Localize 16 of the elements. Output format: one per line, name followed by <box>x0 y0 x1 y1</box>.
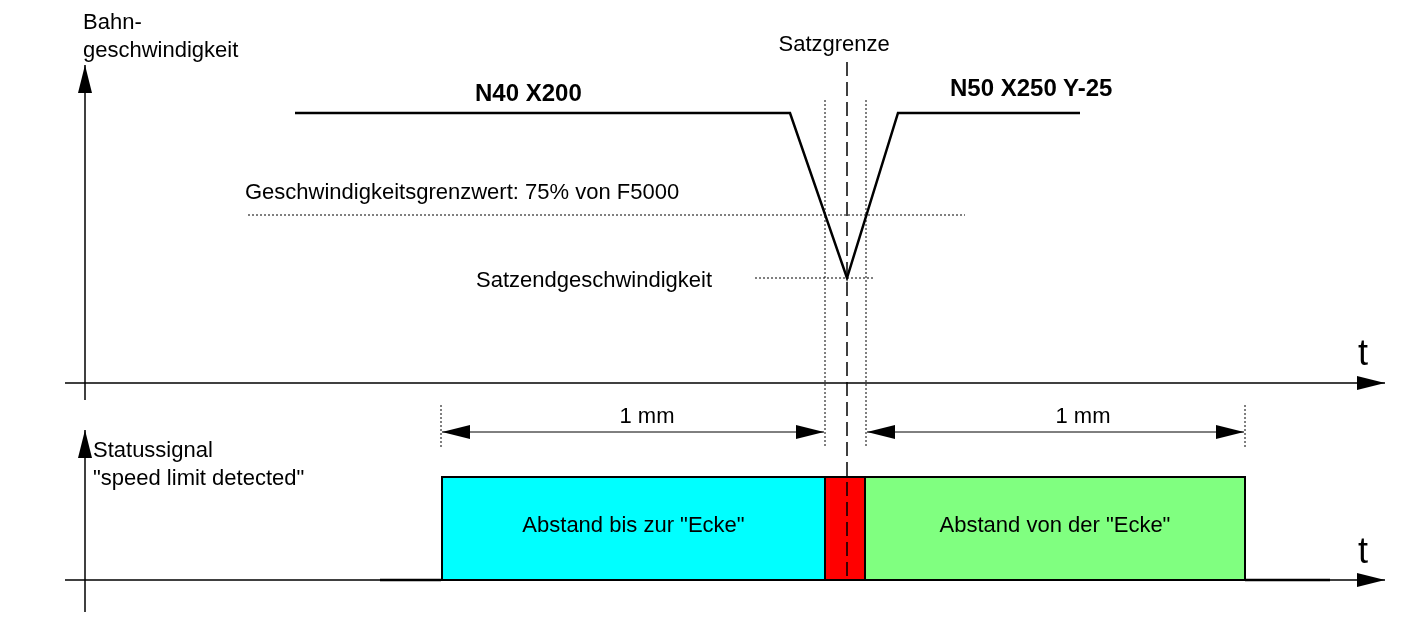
interval-bar <box>824 476 866 581</box>
time-axis-label: t <box>1358 530 1368 572</box>
annotation-text: Satzendgeschwindigkeit <box>476 266 713 294</box>
annotation-text: Geschwindigkeitsgrenzwert: 75% von F5000 <box>245 178 680 206</box>
interval-bar <box>441 476 826 581</box>
axis-label: Bahn- geschwindigkeit <box>83 8 239 64</box>
interval-text: Abstand von der "Ecke" <box>939 511 1171 538</box>
dimension-text: 1 mm <box>619 402 675 430</box>
axis-label: Statussignal "speed limit detected" <box>93 436 305 492</box>
dimension-text: 1 mm <box>1055 402 1111 430</box>
interval-text: Abstand bis zur "Ecke" <box>522 511 745 538</box>
time-axis-label: t <box>1358 332 1368 374</box>
interval-bar <box>864 476 1246 581</box>
block-label: N50 X250 Y-25 <box>950 73 1113 103</box>
boundary-label: Satzgrenze <box>778 30 890 58</box>
block-label: N40 X200 <box>475 78 582 108</box>
